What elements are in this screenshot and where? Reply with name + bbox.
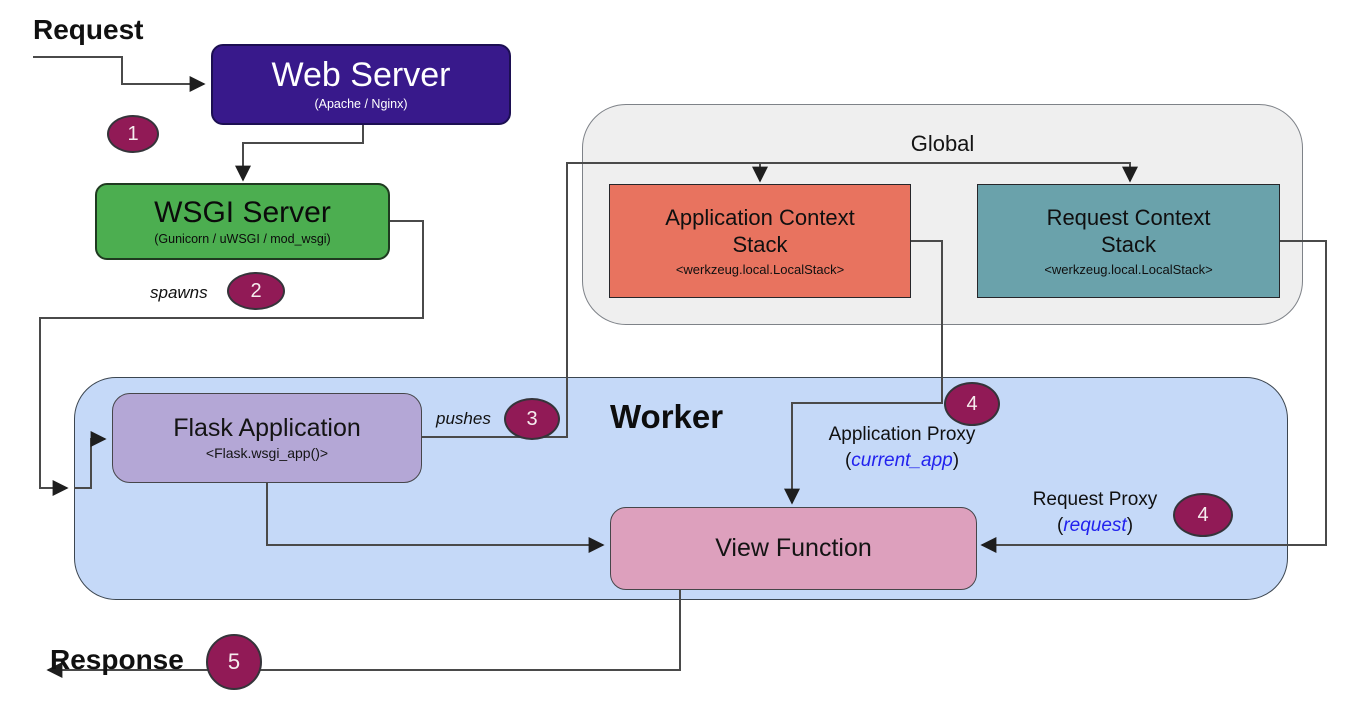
current-app-variable: current_app xyxy=(851,449,953,471)
flask-application-title: Flask Application xyxy=(173,414,361,443)
global-label: Global xyxy=(910,131,975,156)
paren-close: ) xyxy=(1126,514,1134,536)
webserver-to-wsgi-arrow xyxy=(235,125,364,182)
pushes-label: pushes xyxy=(436,409,491,428)
spawns-label: spawns xyxy=(150,283,208,302)
step-3-badge: 3 xyxy=(504,398,560,440)
web-server-node: Web Server (Apache / Nginx) xyxy=(211,44,511,125)
view-function-title: View Function xyxy=(715,533,872,562)
wsgi-server-title: WSGI Server xyxy=(154,196,331,230)
step-1-badge: 1 xyxy=(107,115,159,153)
request-context-stack-node: Request Context Stack <werkzeug.local.Lo… xyxy=(977,184,1280,298)
request-variable: request xyxy=(1063,514,1127,536)
request-to-webserver-arrow xyxy=(33,56,206,92)
paren-close: ) xyxy=(952,449,960,471)
view-function-node: View Function xyxy=(610,507,977,590)
worker-label: Worker xyxy=(610,398,724,435)
application-proxy-annotation: Application Proxy (current_app) xyxy=(782,422,1022,473)
application-proxy-label: Application Proxy xyxy=(828,424,976,445)
application-context-stack-node: Application Context Stack <werkzeug.loca… xyxy=(609,184,911,298)
web-server-title: Web Server xyxy=(271,56,451,95)
wsgi-server-subtitle: (Gunicorn / uWSGI / mod_wsgi) xyxy=(154,231,331,246)
request-proxy-annotation: Request Proxy (request) xyxy=(995,487,1195,538)
request-context-stack-title: Request Context Stack xyxy=(1046,204,1211,257)
step-2-badge: 2 xyxy=(227,272,285,310)
flask-application-node: Flask Application <Flask.wsgi_app()> xyxy=(112,393,422,483)
flask-application-subtitle: <Flask.wsgi_app()> xyxy=(205,444,329,461)
step-4-application-proxy-badge: 4 xyxy=(944,382,1000,426)
step-4-request-proxy-badge: 4 xyxy=(1173,493,1233,537)
request-label: Request xyxy=(33,14,144,45)
wsgi-server-node: WSGI Server (Gunicorn / uWSGI / mod_wsgi… xyxy=(95,183,390,260)
step-5-badge: 5 xyxy=(206,634,262,690)
request-proxy-variable: (request) xyxy=(995,513,1195,539)
response-label: Response xyxy=(50,644,184,675)
application-proxy-variable: (current_app) xyxy=(782,448,1022,474)
request-proxy-label: Request Proxy xyxy=(1032,489,1158,510)
web-server-subtitle: (Apache / Nginx) xyxy=(314,96,408,111)
request-context-stack-subtitle: <werkzeug.local.LocalStack> xyxy=(1044,262,1213,278)
application-context-stack-subtitle: <werkzeug.local.LocalStack> xyxy=(675,262,845,278)
application-context-stack-title: Application Context Stack xyxy=(665,204,855,257)
